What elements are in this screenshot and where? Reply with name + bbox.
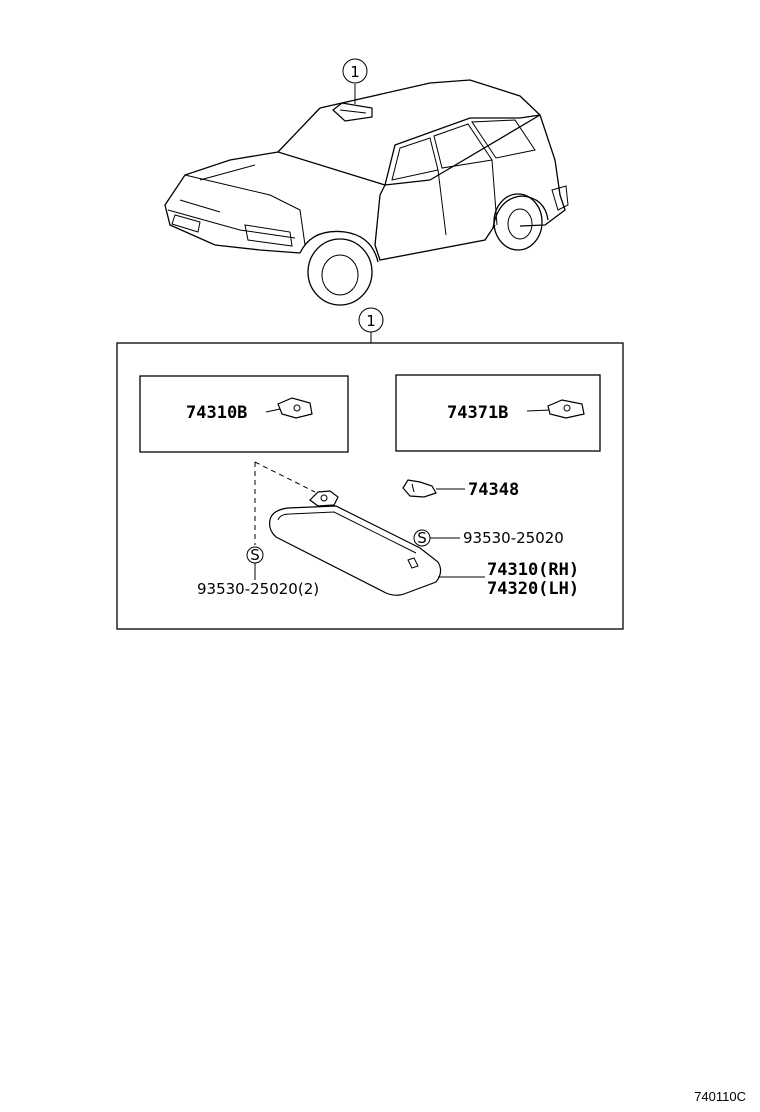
screw-right-mark: S bbox=[417, 529, 427, 547]
callout-top: 1 bbox=[350, 63, 360, 81]
clip-74348: 74348 bbox=[402, 479, 519, 500]
group-frame bbox=[116, 342, 624, 630]
box-74371b: 74371B bbox=[395, 374, 601, 452]
label-visor-lh: 74320(LH) bbox=[487, 579, 579, 599]
figure-code: 740110C bbox=[694, 1089, 746, 1104]
label-74348: 74348 bbox=[468, 480, 519, 500]
leader-dashed bbox=[254, 461, 316, 493]
screw-left-mark: S bbox=[250, 546, 260, 564]
screw-right: S 93530-25020 bbox=[413, 529, 564, 547]
label-screw-left: 93530-25020(2) bbox=[197, 580, 319, 598]
label-74310b: 74310B bbox=[186, 403, 247, 423]
sun-visor-part bbox=[269, 505, 442, 596]
visor-mount bbox=[309, 490, 339, 513]
box-74310b: 74310B bbox=[139, 375, 349, 453]
group-callout: 1 bbox=[358, 307, 384, 343]
visor-labels: 74310(RH) 74320(LH) bbox=[438, 560, 579, 599]
label-74371b: 74371B bbox=[447, 403, 508, 423]
clip-74348-part bbox=[402, 479, 437, 498]
vehicle-illustration: 1 bbox=[164, 58, 569, 306]
holder-74371b-part bbox=[547, 399, 585, 419]
label-visor-rh: 74310(RH) bbox=[487, 560, 579, 580]
sun-visor bbox=[269, 505, 442, 596]
screw-left: S 93530-25020(2) bbox=[197, 546, 319, 598]
label-screw-right: 93530-25020 bbox=[463, 529, 564, 547]
callout-group: 1 bbox=[366, 312, 376, 330]
holder-74310b-part bbox=[277, 397, 313, 419]
